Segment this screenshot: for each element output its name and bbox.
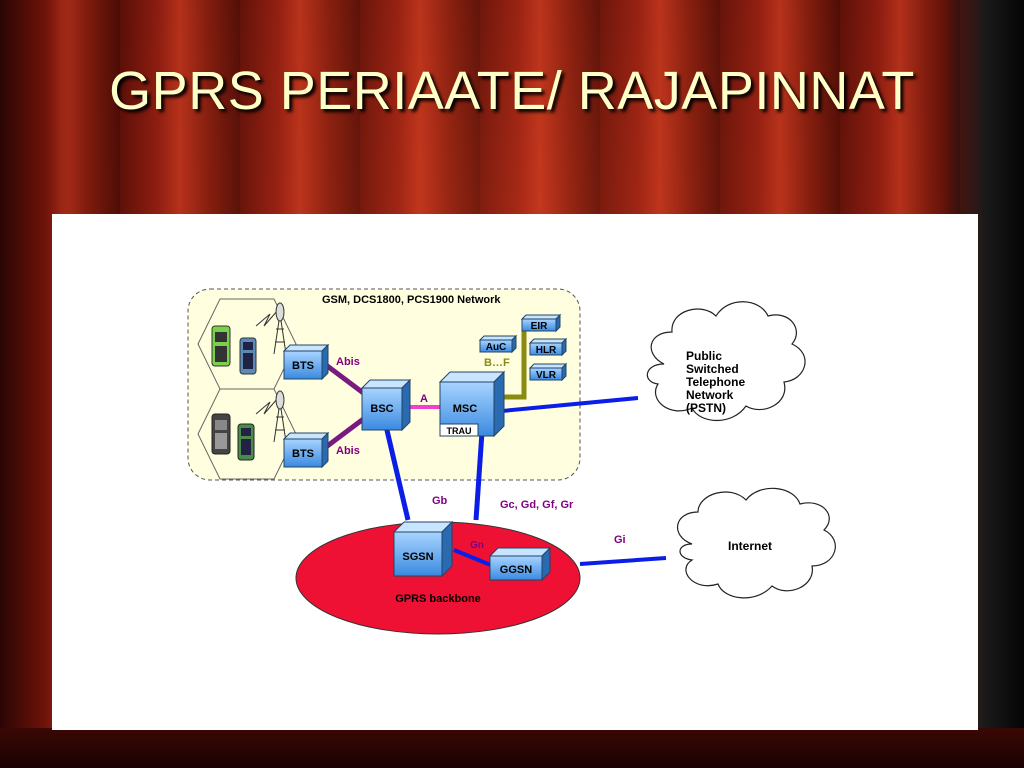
pstn-line-4: Network	[686, 388, 734, 402]
svg-text:VLR: VLR	[536, 370, 557, 381]
gprs-diagram: GSM, DCS1800, PCS1900 Network	[187, 288, 836, 635]
msc-pstn-link	[501, 396, 639, 413]
vlr-node: VLR	[528, 362, 568, 382]
svg-text:AuC: AuC	[486, 342, 507, 353]
internet-cloud	[676, 487, 836, 599]
pstn-line-3: Telephone	[686, 375, 745, 389]
svg-text:BSC: BSC	[370, 403, 393, 415]
mobile-phone-icon	[211, 325, 231, 367]
gi-link	[579, 556, 667, 566]
mobile-phone-icon	[237, 423, 255, 461]
pstn-line-5: (PSTN)	[686, 401, 726, 415]
gn-interface-label: Gn	[470, 540, 484, 551]
svg-text:BTS: BTS	[292, 360, 314, 372]
hlr-node: HLR	[528, 337, 568, 357]
svg-text:HLR: HLR	[536, 345, 557, 356]
mobile-phone-icon	[239, 337, 257, 375]
svg-text:MSC: MSC	[453, 403, 478, 415]
eir-node: EIR	[520, 313, 562, 333]
backbone-label: GPRS backbone	[395, 593, 481, 605]
svg-text:EIR: EIR	[531, 321, 548, 332]
trau-label: TRAU	[447, 426, 472, 436]
stage-floor	[0, 728, 1024, 768]
pstn-line-2: Switched	[686, 362, 739, 376]
svg-text:SGSN: SGSN	[402, 551, 433, 563]
mobile-phone-icon	[211, 413, 231, 455]
svg-text:GGSN: GGSN	[500, 564, 532, 576]
bts-node-top: BTS	[282, 343, 330, 381]
bf-interface-label: B…F	[484, 357, 510, 369]
auc-node: AuC	[478, 334, 518, 354]
gb-interface-label: Gb	[432, 495, 448, 507]
sgsn-node: SGSN	[392, 520, 454, 578]
gb-link	[383, 425, 411, 521]
antenna-tower-icon	[255, 390, 287, 443]
msc-node: MSC TRAU	[438, 370, 506, 438]
gc-link	[473, 431, 485, 521]
svg-text:BTS: BTS	[292, 448, 314, 460]
bf-link	[500, 329, 527, 400]
bsc-node: BSC	[360, 378, 412, 432]
bts-node-bottom: BTS	[282, 431, 330, 469]
gc-interface-label: Gc, Gd, Gf, Gr	[500, 499, 574, 511]
network-title: GSM, DCS1800, PCS1900 Network	[322, 294, 501, 306]
abis-label-bottom: Abis	[336, 445, 360, 457]
ggsn-node: GGSN	[488, 546, 552, 582]
a-interface-label: A	[420, 393, 428, 405]
antenna-tower-icon	[255, 302, 287, 355]
pstn-line-1: Public	[686, 349, 722, 363]
slide-title: GPRS PERIAATE/ RAJAPINNAT	[109, 61, 915, 121]
gi-interface-label: Gi	[614, 534, 626, 546]
diagram-panel: GSM, DCS1800, PCS1900 Network	[52, 214, 978, 730]
abis-label-top: Abis	[336, 356, 360, 368]
pstn-cloud	[646, 301, 806, 421]
internet-label: Internet	[728, 539, 772, 553]
